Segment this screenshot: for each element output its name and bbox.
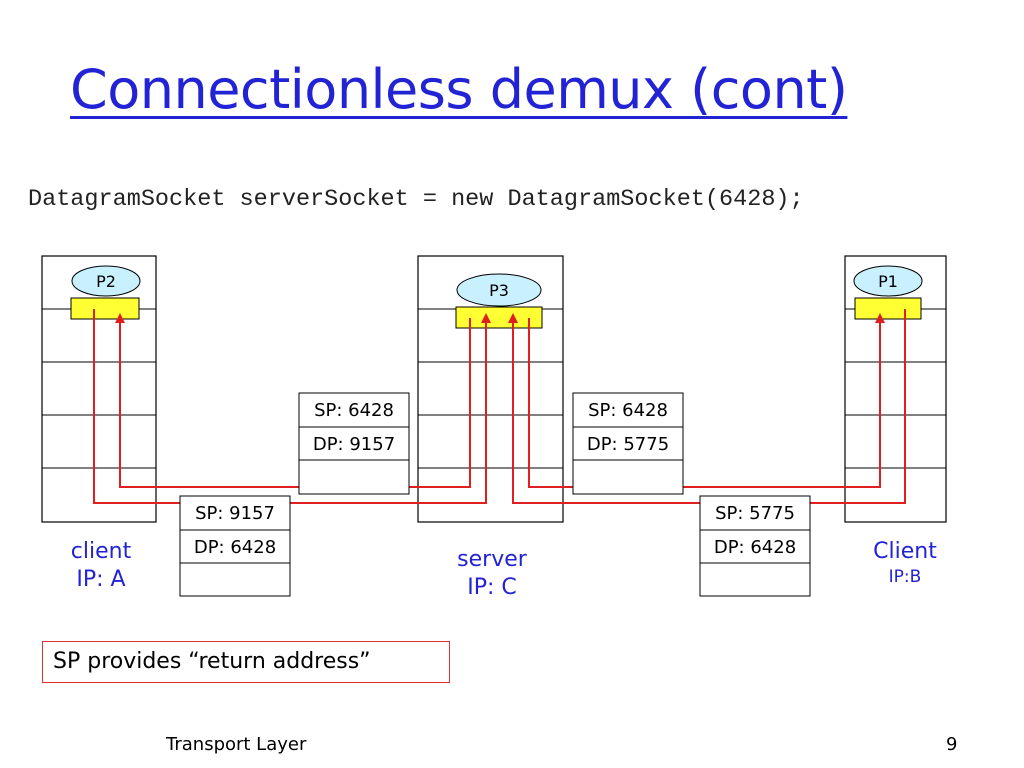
segment-c-to-b: SP: 6428 DP: 5775 [572, 392, 684, 495]
segment-a-to-c-sp: SP: 9157 [195, 503, 275, 524]
segment-a-to-c-dp: DP: 6428 [194, 537, 276, 558]
segment-b-to-c: SP: 5775 DP: 6428 [699, 495, 811, 597]
slide-title: Connectionless demux (cont) [70, 58, 848, 121]
process-p2: P2 [71, 265, 141, 297]
page-number: 9 [946, 734, 958, 755]
socket-client-b [854, 297, 922, 320]
segment-b-to-c-dp: DP: 6428 [714, 537, 796, 558]
client-a-name: client [70, 539, 132, 564]
segment-c-to-b-sp: SP: 6428 [588, 400, 668, 421]
code-line: DatagramSocket serverSocket = new Datagr… [28, 186, 804, 213]
server-c-ip: IP: C [467, 575, 517, 600]
process-p1-label: P1 [878, 272, 898, 291]
process-p3-label: P3 [489, 281, 509, 300]
server-c-name: server [457, 547, 527, 572]
segment-b-to-c-sp: SP: 5775 [715, 503, 795, 524]
client-b-name: Client [873, 539, 937, 564]
process-p3: P3 [456, 273, 542, 307]
socket-client-a [70, 297, 140, 320]
footer-label: Transport Layer [166, 734, 307, 755]
path-c-to-a [115, 313, 471, 488]
segment-c-to-a: SP: 6428 DP: 9157 [298, 392, 410, 495]
client-b-ip: IP:B [888, 567, 922, 587]
segment-c-to-b-dp: DP: 5775 [587, 434, 669, 455]
segment-c-to-a-dp: DP: 9157 [313, 434, 395, 455]
segment-a-to-c: SP: 9157 DP: 6428 [179, 495, 291, 597]
process-p1: P1 [853, 265, 923, 297]
socket-server-c [455, 306, 543, 329]
client-a-caption: client IP: A [44, 538, 158, 594]
server-c-caption: server IP: C [430, 546, 554, 602]
path-c-to-b [528, 313, 885, 488]
client-a-ip: IP: A [76, 567, 126, 592]
segment-c-to-a-sp: SP: 6428 [314, 400, 394, 421]
process-p2-label: P2 [96, 272, 116, 291]
return-address-note: SP provides “return address” [42, 641, 450, 683]
client-b-caption: Client IP:B [850, 538, 960, 588]
